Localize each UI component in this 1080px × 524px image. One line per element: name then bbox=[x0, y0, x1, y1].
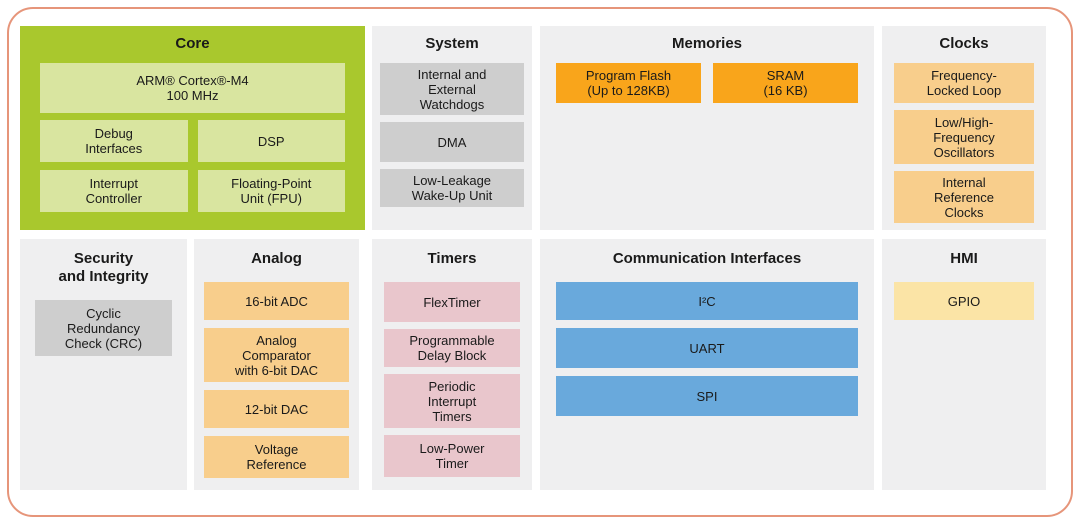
block-12bit-dac: 12-bit DAC bbox=[204, 390, 349, 428]
panel-core: Core ARM® Cortex®-M4 100 MHz Debug Inter… bbox=[20, 26, 365, 230]
block-frequency-locked-loop: Frequency- Locked Loop bbox=[894, 63, 1034, 103]
core-title: Core bbox=[175, 35, 210, 52]
block-program-flash: Program Flash (Up to 128KB) bbox=[556, 63, 701, 103]
panel-timers: Timers FlexTimer Programmable Delay Bloc… bbox=[372, 239, 532, 490]
clocks-title: Clocks bbox=[939, 35, 989, 52]
panel-communication-interfaces: Communication Interfaces I²C UART SPI bbox=[540, 239, 874, 490]
diagram-frame-border bbox=[7, 7, 1073, 517]
hmi-title: HMI bbox=[950, 250, 978, 267]
timers-blocks: FlexTimer Programmable Delay Block Perio… bbox=[372, 282, 532, 477]
block-low-leakage-wakeup-unit: Low-Leakage Wake-Up Unit bbox=[380, 169, 524, 207]
memories-blocks: Program Flash (Up to 128KB) SRAM (16 KB) bbox=[540, 63, 874, 103]
block-gpio: GPIO bbox=[894, 282, 1034, 320]
block-spi: SPI bbox=[556, 376, 858, 416]
analog-blocks: 16-bit ADC Analog Comparator with 6-bit … bbox=[194, 282, 359, 478]
comm-blocks: I²C UART SPI bbox=[540, 282, 874, 416]
core-blocks: ARM® Cortex®-M4 100 MHz Debug Interfaces… bbox=[20, 63, 365, 212]
block-internal-reference-clocks: Internal Reference Clocks bbox=[894, 171, 1034, 223]
system-title: System bbox=[425, 35, 479, 52]
core-grid: Debug Interfaces DSP Interrupt Controlle… bbox=[40, 120, 345, 212]
block-i2c: I²C bbox=[556, 282, 858, 320]
block-flextimer: FlexTimer bbox=[384, 282, 520, 322]
block-arm-cortex-m4: ARM® Cortex®-M4 100 MHz bbox=[40, 63, 345, 113]
block-low-power-timer: Low-Power Timer bbox=[384, 435, 520, 477]
block-interrupt-controller: Interrupt Controller bbox=[40, 170, 188, 212]
timers-title: Timers bbox=[427, 250, 477, 267]
security-title: Security and Integrity bbox=[58, 250, 149, 285]
system-blocks: Internal and External Watchdogs DMA Low-… bbox=[372, 63, 532, 207]
panel-clocks: Clocks Frequency- Locked Loop Low/High- … bbox=[882, 26, 1046, 230]
analog-title: Analog bbox=[251, 250, 302, 267]
block-programmable-delay-block: Programmable Delay Block bbox=[384, 329, 520, 367]
block-floating-point-unit: Floating-Point Unit (FPU) bbox=[197, 170, 345, 212]
panel-system: System Internal and External Watchdogs D… bbox=[372, 26, 532, 230]
comm-title: Communication Interfaces bbox=[612, 250, 802, 267]
block-analog-comparator: Analog Comparator with 6-bit DAC bbox=[204, 328, 349, 382]
panel-hmi: HMI GPIO bbox=[882, 239, 1046, 490]
panel-memories: Memories Program Flash (Up to 128KB) SRA… bbox=[540, 26, 874, 230]
block-periodic-interrupt-timers: Periodic Interrupt Timers bbox=[384, 374, 520, 428]
block-debug-interfaces: Debug Interfaces bbox=[40, 120, 188, 162]
block-dma: DMA bbox=[380, 122, 524, 162]
clocks-blocks: Frequency- Locked Loop Low/High- Frequen… bbox=[882, 63, 1046, 223]
block-dsp: DSP bbox=[197, 120, 345, 162]
block-crc: Cyclic Redundancy Check (CRC) bbox=[35, 300, 172, 356]
block-voltage-reference: Voltage Reference bbox=[204, 436, 349, 478]
panel-security-and-integrity: Security and Integrity Cyclic Redundancy… bbox=[20, 239, 187, 490]
memories-title: Memories bbox=[671, 35, 743, 52]
block-uart: UART bbox=[556, 328, 858, 368]
block-watchdogs: Internal and External Watchdogs bbox=[380, 63, 524, 115]
block-oscillators: Low/High- Frequency Oscillators bbox=[894, 110, 1034, 164]
block-16bit-adc: 16-bit ADC bbox=[204, 282, 349, 320]
hmi-blocks: GPIO bbox=[882, 282, 1046, 320]
security-blocks: Cyclic Redundancy Check (CRC) bbox=[20, 300, 187, 356]
block-sram: SRAM (16 KB) bbox=[713, 63, 858, 103]
panel-analog: Analog 16-bit ADC Analog Comparator with… bbox=[194, 239, 359, 490]
